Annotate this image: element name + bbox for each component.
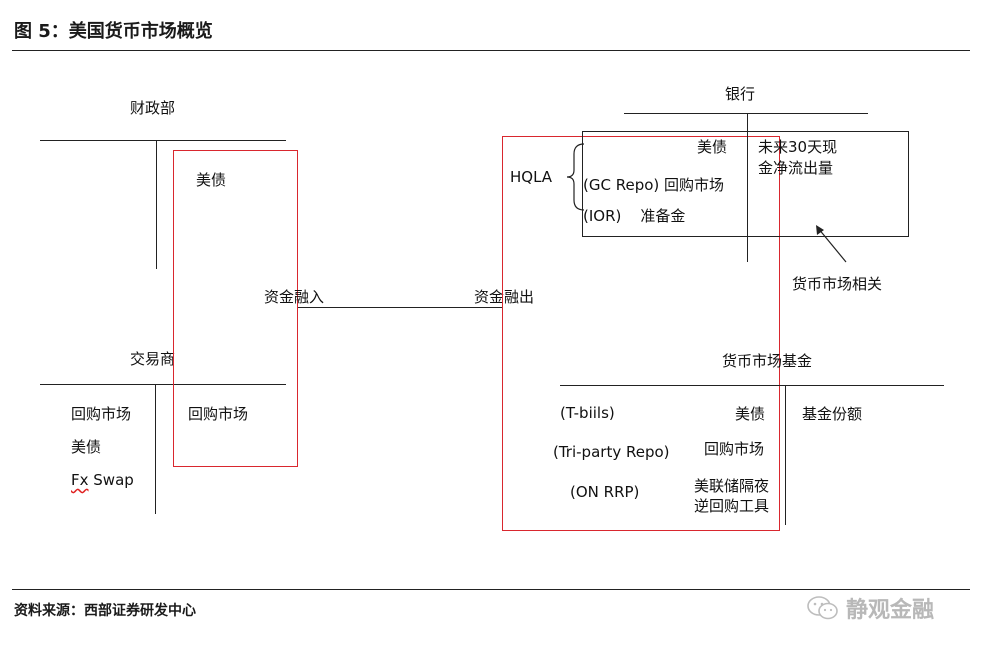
bank-right-line-1: 未来30天现: [758, 138, 838, 156]
dealer-hline: [40, 384, 286, 385]
dealer-right-item: 回购市场: [188, 405, 249, 423]
dealer-left-item-1: 回购市场: [71, 405, 132, 423]
bank-left-item-1: 美债: [697, 138, 728, 156]
dealer-left-item-3: Fx Swap: [71, 471, 134, 489]
mmf-row-3-name-line-2: 逆回购工具: [694, 497, 770, 515]
watermark: 静观金融: [806, 592, 934, 624]
dealer-label: 交易商: [130, 350, 176, 368]
mmf-hline: [560, 385, 944, 386]
source-note: 资料来源：西部证券研发中心: [14, 603, 196, 619]
footer-rule: [12, 589, 970, 590]
wechat-icon: [807, 596, 838, 620]
fx-text: Fx: [71, 471, 89, 489]
bank-hline: [624, 113, 868, 114]
dealer-vline: [155, 384, 156, 514]
hqla-label: HQLA: [510, 168, 553, 186]
swap-text: Swap: [88, 471, 134, 489]
treasury-vline: [156, 140, 157, 269]
annotation-label: 货币市场相关: [792, 275, 883, 293]
bank-left-item-3: (IOR) 准备金: [583, 207, 686, 225]
mmf-row-3-code: (ON RRP): [570, 483, 640, 501]
bank-vline: [747, 113, 748, 262]
treasury-dealer-red-box: [173, 150, 298, 467]
fund-inflow-label: 资金融入: [264, 288, 325, 306]
bank-right-line-2: 金净流出量: [758, 159, 834, 177]
bank-label: 银行: [725, 85, 756, 103]
treasury-item: 美债: [196, 171, 227, 189]
treasury-hline: [40, 140, 286, 141]
mmf-row-3-name-line-1: 美联储隔夜: [694, 477, 770, 495]
treasury-label: 财政部: [130, 99, 176, 117]
figure-title: 图 5：美国货币市场概览: [14, 21, 213, 42]
header-rule: [12, 50, 970, 51]
mmf-row-1-name: 美债: [735, 405, 766, 423]
mmf-right-label: 基金份额: [802, 405, 863, 423]
mmf-vline: [785, 385, 786, 525]
mmf-row-2-name: 回购市场: [704, 440, 765, 458]
bank-black-box: [582, 131, 909, 237]
bank-mmf-red-box: [502, 136, 780, 531]
hqla-brace-icon: [566, 143, 585, 211]
dealer-left-item-2: 美债: [71, 438, 102, 456]
mmf-row-1-code: (T-biils): [560, 404, 615, 422]
mmf-label: 货币市场基金: [722, 352, 813, 370]
annotation-arrow-icon: [816, 225, 847, 263]
watermark-text: 静观金融: [846, 598, 935, 623]
mmf-row-2-code: (Tri-party Repo): [553, 443, 670, 461]
fund-flow-line: [298, 307, 503, 308]
fund-outflow-label: 资金融出: [474, 288, 535, 306]
bank-left-item-2: (GC Repo) 回购市场: [583, 176, 725, 194]
